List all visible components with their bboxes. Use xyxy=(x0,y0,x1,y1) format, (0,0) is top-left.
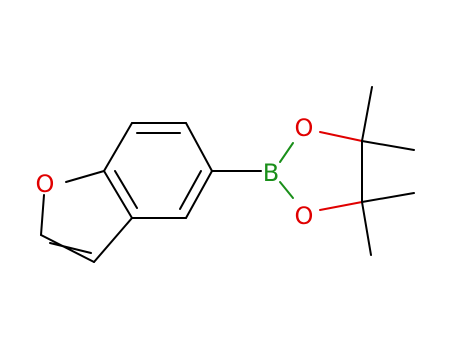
bond-c5-c4-inner xyxy=(179,170,202,210)
bond-c2-c3 xyxy=(40,234,95,263)
benzene-ring xyxy=(103,122,213,219)
bond-o-top-c xyxy=(319,131,363,142)
bond-c7a-o1 xyxy=(65,170,105,183)
bond-methyl-1 xyxy=(361,86,373,142)
bond-b-o-top xyxy=(279,142,294,163)
atom-o-furan: O xyxy=(36,170,55,198)
bond-c6-c5 xyxy=(185,122,213,172)
atom-b-boron: B xyxy=(263,159,279,187)
bond-b-o-bottom xyxy=(279,181,294,199)
bond-c2-c3-inner xyxy=(49,242,92,254)
bond-methyl-2 xyxy=(361,140,415,151)
bond-c3a-c7a xyxy=(103,170,133,219)
pinacol-boronate xyxy=(211,86,415,256)
bond-c7a-c7 xyxy=(103,122,133,172)
atom-o-top: O xyxy=(295,114,314,142)
bond-c5-c4 xyxy=(185,170,213,219)
bond-c3-c3a xyxy=(93,217,133,263)
bond-methyl-4 xyxy=(361,201,372,256)
atom-o-bottom: O xyxy=(295,202,314,230)
bond-o1-c2 xyxy=(40,194,45,236)
furan-ring xyxy=(40,170,133,263)
bond-c3a-c7a-inner xyxy=(114,170,138,209)
bond-methyl-3 xyxy=(361,192,415,203)
bond-o-bottom-c xyxy=(319,201,363,211)
